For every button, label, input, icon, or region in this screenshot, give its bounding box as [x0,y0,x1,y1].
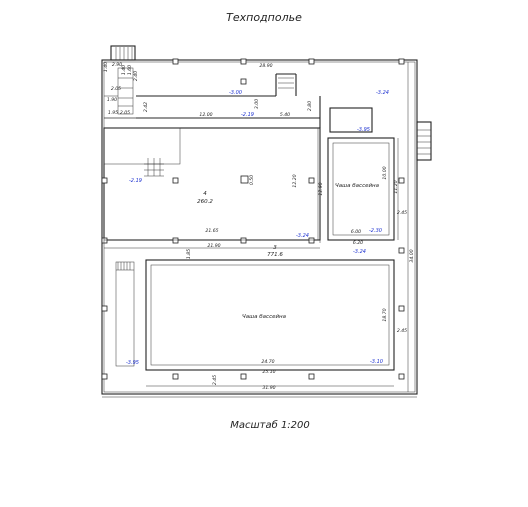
dim-total-span: 21.90 [207,243,220,249]
dim-hall-height: 12.20 [292,174,298,187]
dim-pool-small-w: 6.00 [351,229,361,235]
dim-stair-5: 2.40 [133,71,139,81]
level-mark: -3.00 [229,90,242,96]
dim-stair-3: 1.40 [121,65,127,75]
pool-small [327,137,395,241]
dimension-lines [102,62,417,398]
dim-bottom-total: 31.90 [262,385,275,391]
dim-stair-7: 1.95 [108,110,118,116]
stair-lower-left [115,261,135,367]
dim-mid-gap: 0.50 [249,175,255,185]
dim-right-total: 34.00 [409,249,415,262]
dim-pool-small-outer: 6.20 [353,240,363,246]
dim-hall-width: 21.65 [205,228,218,234]
dim-pool-big-h: 18.70 [382,308,388,321]
level-mark: -2.30 [369,228,382,234]
dim-upper-corridor: 12.00 [199,112,212,118]
dim-stair-10: 1.90 [107,97,117,103]
dim-stair-2: 2.90 [112,62,122,68]
level-mark: -3.24 [353,249,366,255]
dim-pool-small-side: 11.20 [393,180,399,193]
dim-top-total: 28.90 [259,63,272,69]
room-upper-right [329,107,373,133]
dim-pool-small-h: 10.00 [382,166,388,179]
dim-stair-4: 1.60 [127,65,133,75]
dim-upper-right: 5.40 [280,112,290,118]
room-4-id: 4 [203,191,207,197]
hall-4 [103,127,321,241]
stair-top-left [110,45,136,115]
pool-big-label: Чаша бассейна [242,314,287,320]
level-mark: -3.95 [126,360,139,366]
pool-big [145,259,395,371]
dim-pool-big-w: 24.70 [261,359,274,365]
level-mark: -3.95 [357,127,370,133]
dim-right-gap-2: 2.45 [397,328,407,334]
scale-caption: Масштаб 1:200 [230,419,310,431]
dim-bottom-gap: 2.45 [212,375,218,385]
level-mark: -3.10 [370,359,383,365]
room-3-area: 771.6 [267,252,283,258]
plan-title: Техподполье [226,11,302,24]
dim-stair-6: 2.05 [111,86,121,92]
level-mark: -2.19 [129,178,142,184]
dim-stair-8: 2.05 [120,110,130,116]
dim-stair-1: 1.40 [103,62,109,72]
level-mark: -3.24 [296,233,309,239]
stair-right [416,121,432,161]
room-3-id: 3 [273,245,277,251]
level-mark: -3.24 [376,90,389,96]
dim-stair-9: 2.42 [143,102,149,112]
level-mark: -2.19 [241,112,254,118]
dim-mid-height: 12.90 [318,182,324,195]
dim-right-gap-1: 2.45 [397,210,407,216]
pool-small-label: Чаша бассейна [335,183,380,189]
columns [101,58,405,380]
room-4-area: 260.2 [197,199,213,205]
dim-left-gap: 1.85 [186,249,192,259]
dim-corridor-h1: 3.00 [254,99,260,109]
dim-corridor-h2: 2.80 [307,101,313,111]
dim-pool-big-outer: 25.10 [262,369,275,375]
